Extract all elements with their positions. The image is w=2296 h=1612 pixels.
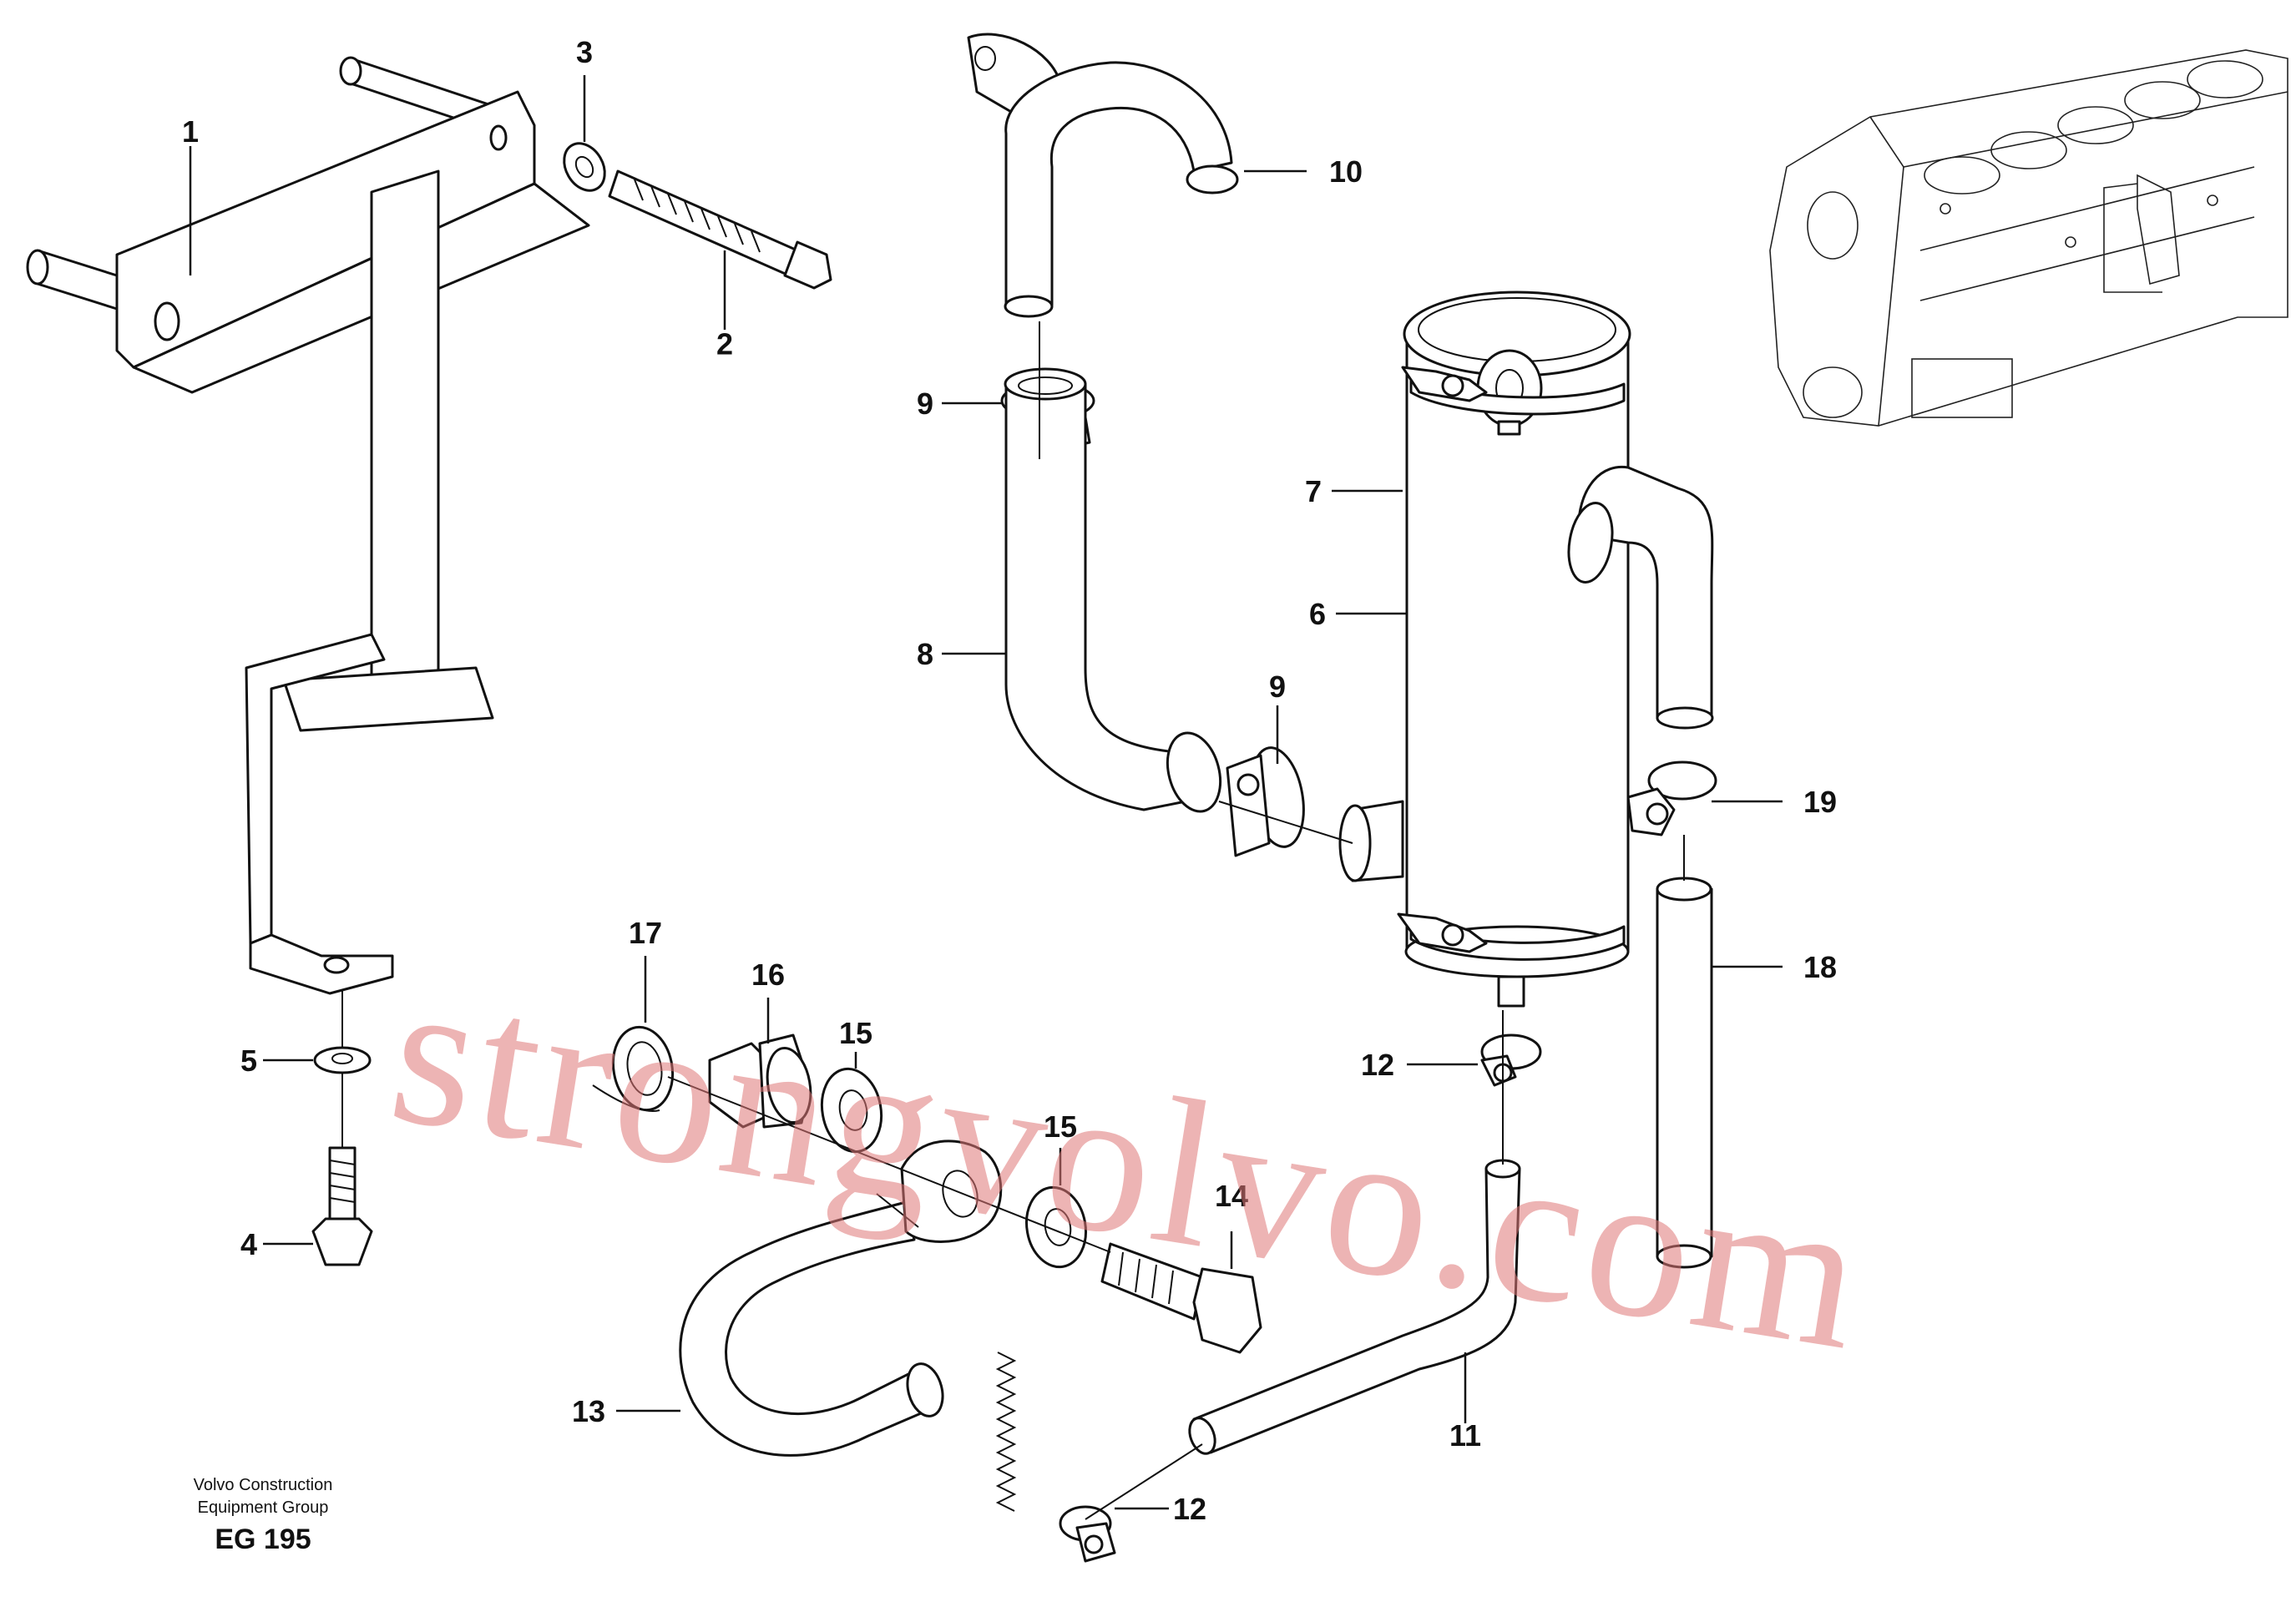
callout-2: 2 [716, 326, 733, 361]
callout-labels: 1 2 3 4 5 6 7 8 9 9 10 11 12 12 13 14 15… [182, 35, 1837, 1526]
clamp-12-lower [1059, 1505, 1116, 1563]
footer-company-line1: Volvo Construction [194, 1476, 333, 1494]
footer-diagram-code: EG 195 [215, 1524, 311, 1555]
callout-10: 10 [1329, 154, 1363, 189]
callout-12a: 12 [1361, 1048, 1394, 1082]
nipple-16 [708, 1033, 812, 1129]
callout-17: 17 [629, 916, 662, 950]
clamp-12-upper [1480, 1033, 1542, 1087]
callout-7: 7 [1305, 474, 1322, 508]
callout-13: 13 [572, 1394, 605, 1428]
leader-lines [189, 75, 1783, 1510]
callout-18: 18 [1803, 950, 1837, 984]
clamp-19 [1626, 761, 1717, 836]
callout-3: 3 [576, 35, 593, 69]
hose-18 [1656, 877, 1713, 1269]
callout-5: 5 [240, 1044, 257, 1078]
callout-6: 6 [1309, 597, 1326, 631]
footer: Volvo Construction Equipment Group EG 19… [194, 1476, 333, 1555]
hose-11 [1188, 1159, 1521, 1455]
callout-15a: 15 [839, 1016, 872, 1050]
washer-15b [1025, 1185, 1087, 1269]
callout-8: 8 [917, 637, 933, 671]
hose-13 [679, 1140, 1003, 1457]
footer-company-line2: Equipment Group [198, 1498, 329, 1517]
callout-12b: 12 [1173, 1492, 1206, 1526]
callout-9a: 9 [917, 387, 933, 421]
callout-14: 14 [1215, 1179, 1248, 1213]
callout-19: 19 [1803, 785, 1837, 819]
callout-4: 4 [240, 1227, 257, 1261]
callout-1: 1 [182, 114, 199, 149]
bracket-assembly [26, 56, 590, 995]
hose-8 [1004, 367, 1222, 813]
banjo-bolt-14 [1100, 1242, 1262, 1354]
callout-16: 16 [751, 958, 785, 992]
washer-5 [313, 1046, 372, 1074]
watermark: strongvolvo.com [378, 934, 1880, 1395]
callout-9b: 9 [1269, 670, 1286, 704]
bolt-4 [311, 1146, 373, 1266]
canister-6 [1338, 291, 1714, 1008]
callout-11: 11 [1449, 1418, 1481, 1453]
bolt-2 [563, 142, 832, 290]
callout-15b: 15 [1044, 1109, 1077, 1144]
washer-15a [820, 1067, 883, 1154]
hose-10 [967, 33, 1239, 318]
routing-line [995, 1352, 1017, 1512]
seal-17 [592, 1025, 675, 1112]
engine-block-thumbnail [1769, 49, 2288, 427]
clamp-9-lower [1226, 746, 1305, 857]
assembly-axes [341, 321, 1685, 1520]
